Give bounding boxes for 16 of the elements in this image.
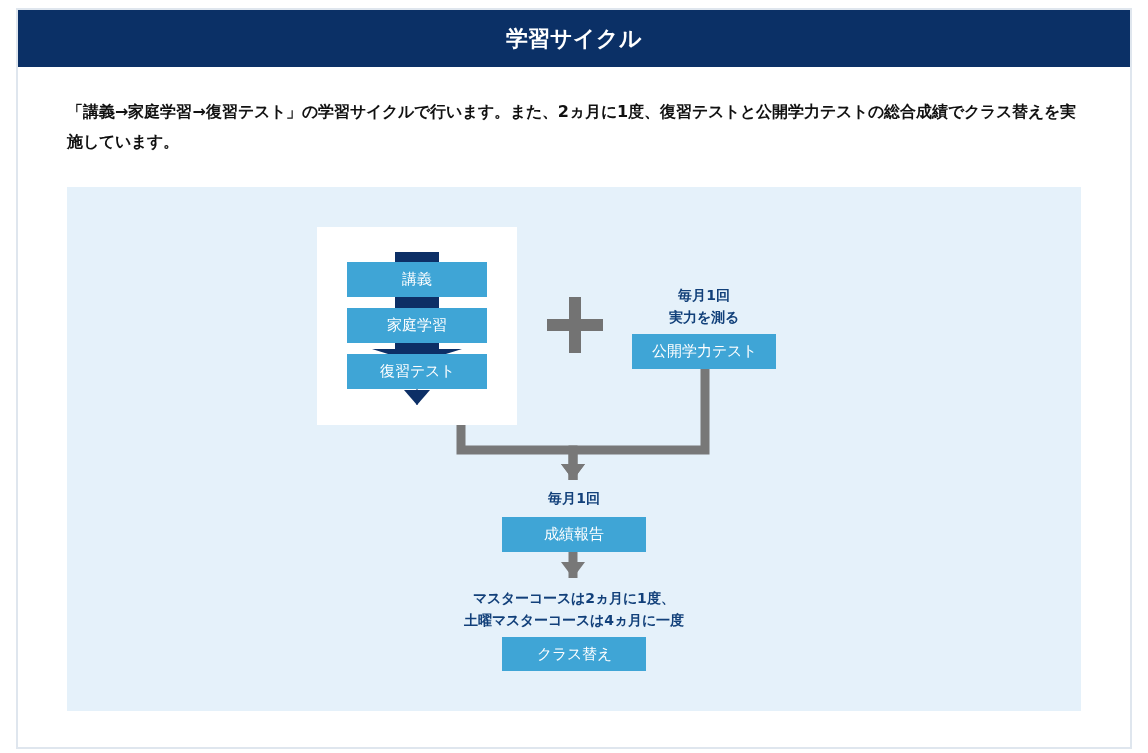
intro-paragraph: 「講義→家庭学習→復習テスト」の学習サイクルで行います。また、2ヵ月に1度、復習テストと公開学力テストの総合成績でクラス替えを実施しています。 <box>67 101 1078 153</box>
step-box: 講義 <box>347 262 487 297</box>
step-box: 家庭学習 <box>347 308 487 343</box>
step-box: クラス替え <box>502 637 646 671</box>
step-caption: 毎月1回 <box>677 286 731 305</box>
panel-card <box>317 227 517 425</box>
step-caption: マスターコースは2ヵ月に1度、土曜マスターコースは4ヵ月に一度 <box>463 589 685 630</box>
header-title: 学習サイクル <box>18 10 1130 67</box>
flow-arrow <box>561 552 585 578</box>
step-box: 公開学力テスト <box>632 334 776 369</box>
step-box: 復習テスト <box>347 354 487 389</box>
step-caption: 実力を測る <box>668 308 740 327</box>
flow-arrow <box>561 369 710 480</box>
step-caption: 毎月1回 <box>547 489 601 508</box>
step-box: 成績報告 <box>502 517 646 552</box>
flow-arrow <box>404 388 430 406</box>
